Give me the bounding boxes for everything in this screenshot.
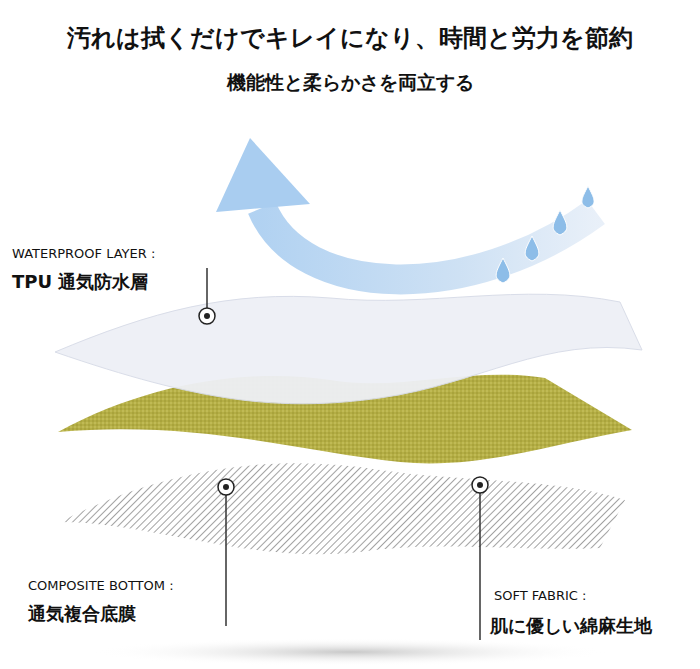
composite-bottom-layer [60,463,625,554]
marker-dots [199,308,488,495]
arrow-head [216,138,310,212]
leader-lines [207,268,480,640]
vapour-arrow [262,208,596,279]
heading: 汚れは拭くだけでキレイになり、時間と労力を節約 [0,22,700,54]
subheading: 機能性と柔らかさを両立する [0,70,700,96]
layer-name-ja: 通気複合底膜 [28,602,136,626]
water-drops [496,186,594,283]
floor-shadow [90,638,610,666]
waterproof-layer [55,294,642,404]
layer-name-en: SOFT FABRIC : [494,588,586,603]
layer-name-en: WATERPROOF LAYER : [12,246,155,261]
layer-name-ja: 肌に優しい綿麻生地 [490,614,652,638]
layer-name-en: COMPOSITE BOTTOM : [28,578,174,593]
layer-name-ja: TPU 通気防水層 [12,270,148,294]
